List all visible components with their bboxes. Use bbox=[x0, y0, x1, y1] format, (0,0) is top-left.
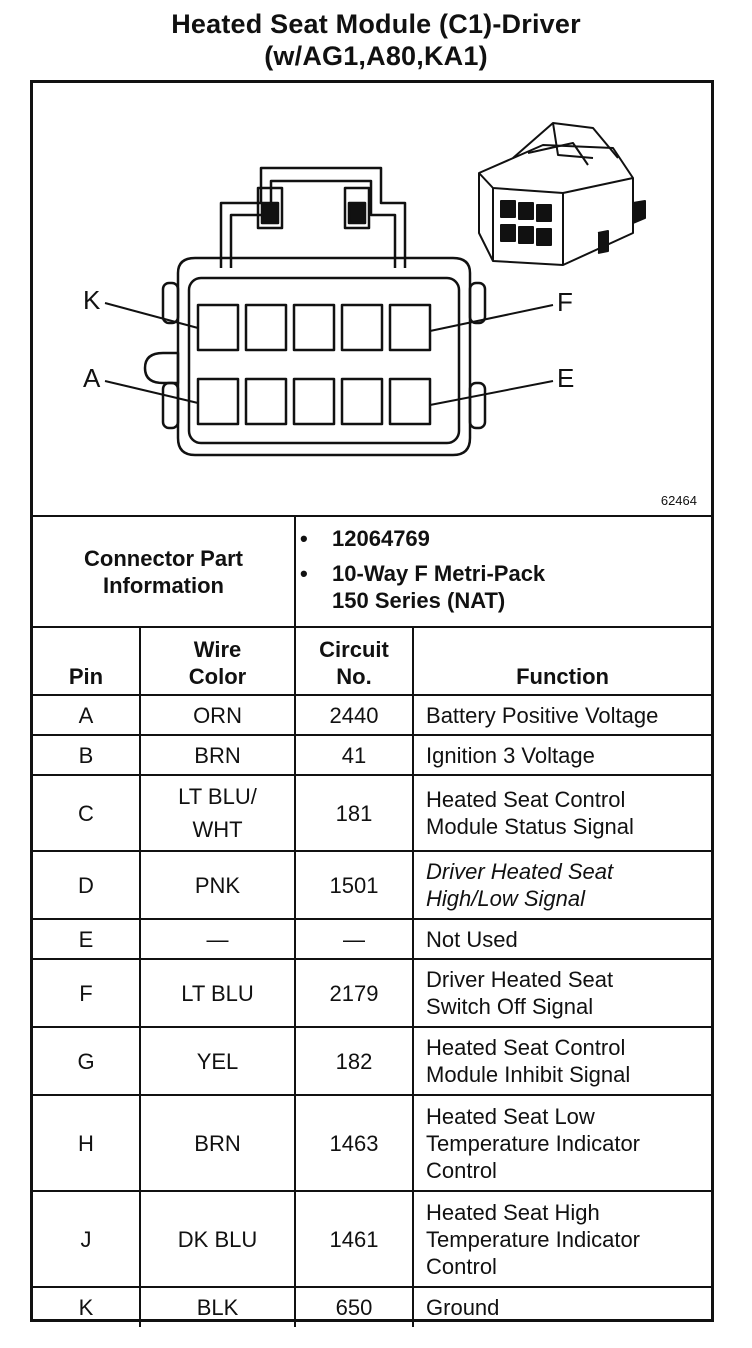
function-cell: Ground bbox=[412, 1286, 712, 1327]
latch-tab-left bbox=[256, 186, 284, 230]
wire-color-cell: ORN bbox=[138, 694, 297, 736]
table-row: E——Not Used bbox=[33, 918, 712, 960]
connector-frame: K A F E 62464 Connector Part Information… bbox=[30, 80, 714, 1327]
cavity-e bbox=[388, 377, 432, 426]
circuit-cell: 182 bbox=[294, 1026, 415, 1096]
wire-color-cell: BLK bbox=[138, 1286, 297, 1327]
leader-e bbox=[429, 380, 554, 406]
page-title: Heated Seat Module (C1)-Driver (w/AG1,A8… bbox=[0, 8, 752, 72]
circuit-cell: — bbox=[294, 918, 415, 960]
leader-f bbox=[429, 304, 554, 332]
circuit-cell: 41 bbox=[294, 734, 415, 776]
connector-info-row: Connector Part Information 12064769 10-W… bbox=[33, 515, 712, 628]
connector-description: 10-Way F Metri-Pack 150 Series (NAT) bbox=[296, 560, 711, 614]
connector-label-line-1: Connector Part bbox=[84, 545, 243, 571]
wire-color-cell: BRN bbox=[138, 1094, 297, 1192]
pin-cell: E bbox=[33, 918, 141, 960]
column-header-function: Function bbox=[412, 626, 712, 696]
function-cell: Not Used bbox=[412, 918, 712, 960]
wire-color-cell: BRN bbox=[138, 734, 297, 776]
callout-k: K bbox=[83, 285, 101, 315]
connector-body bbox=[176, 256, 472, 457]
latch-housing bbox=[219, 166, 407, 268]
cavity-h bbox=[292, 303, 336, 352]
pin-cell: C bbox=[33, 774, 141, 852]
connector-part-number: 12064769 bbox=[296, 525, 711, 552]
wire-color-cell: PNK bbox=[138, 850, 297, 920]
polarization-key bbox=[143, 351, 180, 385]
title-line-2: (w/AG1,A80,KA1) bbox=[264, 41, 488, 71]
column-header-pin: Pin bbox=[33, 626, 141, 696]
circuit-cell: 1463 bbox=[294, 1094, 415, 1192]
connector-info-values: 12064769 10-Way F Metri-Pack 150 Series … bbox=[294, 515, 712, 628]
connector-face-drawing: K A F E bbox=[83, 122, 646, 457]
column-header-wire-color: Wire Color bbox=[138, 626, 297, 696]
pin-cell: B bbox=[33, 734, 141, 776]
pinout-table: Connector Part Information 12064769 10-W… bbox=[33, 515, 712, 1327]
circuit-cell: 2179 bbox=[294, 958, 415, 1028]
function-cell: Ignition 3 Voltage bbox=[412, 734, 712, 776]
leader-a bbox=[104, 380, 199, 404]
pin-cell: K bbox=[33, 1286, 141, 1327]
wire-color-cell: — bbox=[138, 918, 297, 960]
cavity-b bbox=[244, 377, 288, 426]
callout-f: F bbox=[557, 287, 573, 317]
wire-color-cell: YEL bbox=[138, 1026, 297, 1096]
callout-e: E bbox=[557, 363, 574, 393]
cavity-a bbox=[196, 377, 240, 426]
connector-diagram: K A F E 62464 bbox=[33, 83, 711, 515]
circuit-cell: 2440 bbox=[294, 694, 415, 736]
pin-cell: D bbox=[33, 850, 141, 920]
table-header-row: Pin Wire Color Circuit No. Function bbox=[33, 626, 712, 696]
wire-color-cell: LT BLU bbox=[138, 958, 297, 1028]
circuit-cell: 1501 bbox=[294, 850, 415, 920]
wire-color-cell: LT BLU/WHT bbox=[138, 774, 297, 852]
connector-label-line-2: Information bbox=[103, 572, 224, 598]
circuit-cell: 1461 bbox=[294, 1190, 415, 1288]
function-cell: Battery Positive Voltage bbox=[412, 694, 712, 736]
circuit-cell: 181 bbox=[294, 774, 415, 852]
cavity-f bbox=[388, 303, 432, 352]
title-line-1: Heated Seat Module (C1)-Driver bbox=[171, 9, 581, 39]
cavity-d bbox=[340, 377, 384, 426]
connector-info-label: Connector Part Information bbox=[33, 515, 297, 628]
callout-a: A bbox=[83, 363, 101, 393]
cavity-k bbox=[196, 303, 240, 352]
wire-color-cell: DK BLU bbox=[138, 1190, 297, 1288]
leader-k bbox=[104, 302, 199, 329]
figure-number: 62464 bbox=[660, 493, 697, 508]
pin-cell: A bbox=[33, 694, 141, 736]
cavity-j bbox=[244, 303, 288, 352]
cavity-g bbox=[340, 303, 384, 352]
connector-perspective-view bbox=[478, 122, 646, 266]
pin-cell: J bbox=[33, 1190, 141, 1288]
pin-cell: G bbox=[33, 1026, 141, 1096]
circuit-cell: 650 bbox=[294, 1286, 415, 1327]
latch-tab-right bbox=[343, 186, 371, 230]
column-header-circuit: Circuit No. bbox=[294, 626, 415, 696]
cavity-c bbox=[292, 377, 336, 426]
pin-cell: F bbox=[33, 958, 141, 1028]
pin-cell: H bbox=[33, 1094, 141, 1192]
